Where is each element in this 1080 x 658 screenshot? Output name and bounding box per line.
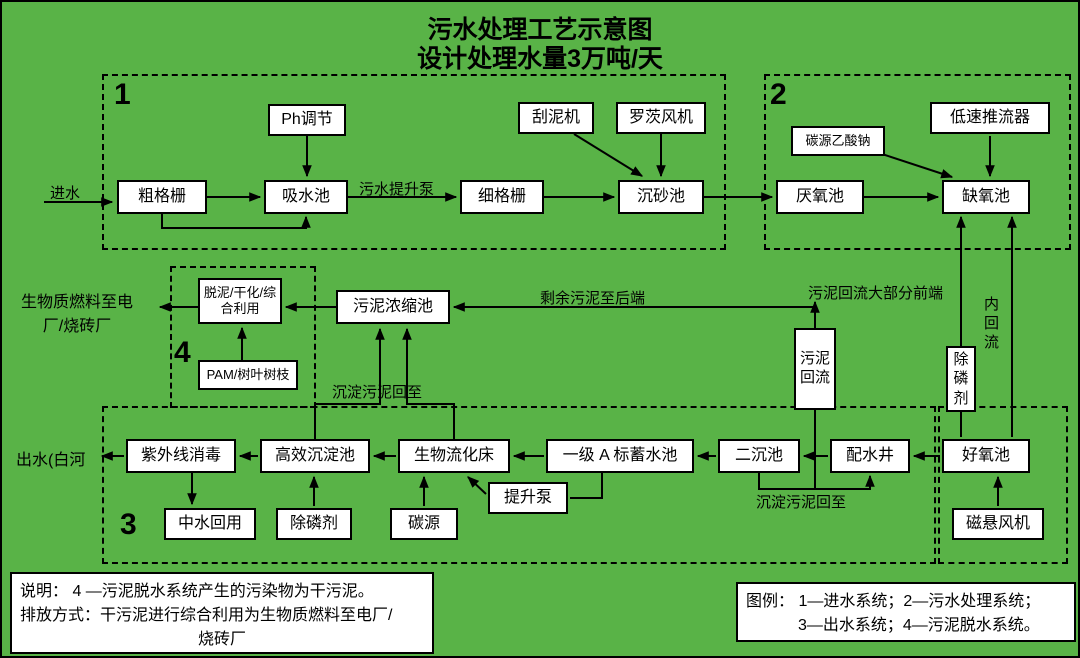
node-sludge-return: 污泥回流 xyxy=(794,328,836,410)
label-outflow: 出水(白河 xyxy=(16,452,86,469)
node-anoxic-tank: 缺氧池 xyxy=(942,180,1030,214)
zone3-number: 3 xyxy=(120,508,137,541)
node-phosphorus-agent-right: 除磷剂 xyxy=(946,346,976,412)
legend-note: 图例： 1—进水系统；2—污水处理系统； 3—出水系统；4—污泥脱水系统。 xyxy=(736,582,1076,642)
node-dewatering: 脱泥/干化/综合利用 xyxy=(198,278,282,324)
node-grade-a-storage: 一级 A 标蓄水池 xyxy=(546,439,694,473)
node-phosphorus-agent-bottom: 除磷剂 xyxy=(276,508,352,540)
label-sludge-return-front: 污泥回流大部分前端 xyxy=(808,285,944,302)
node-suction-tank: 吸水池 xyxy=(264,180,348,214)
node-secondary-sedimentation: 二沉池 xyxy=(718,439,800,473)
label-internal-recycle: 内回流 xyxy=(984,296,1000,351)
label-biomass-fuel: 生物质燃料至电厂/烧砖厂 xyxy=(20,294,133,335)
node-coarse-screen: 粗格栅 xyxy=(117,180,207,214)
legend-line2: 3—出水系统；4—污泥脱水系统。 xyxy=(798,617,1040,634)
node-bio-fluidized-bed: 生物流化床 xyxy=(398,439,510,473)
node-roots-blower: 罗茨风机 xyxy=(616,102,706,134)
node-scraper: 刮泥机 xyxy=(518,102,594,134)
node-pam-leaves: PAM/树叶树枝 xyxy=(198,360,298,390)
diagram-subtitle: 设计处理水量3万吨/天 xyxy=(417,45,663,73)
node-reclaimed-water: 中水回用 xyxy=(164,508,256,540)
label-sed-sludge-return-bottom: 沉淀污泥回至 xyxy=(756,494,847,511)
node-uv-disinfection: 紫外线消毒 xyxy=(126,439,236,473)
node-carbon-source-acetate: 碳源乙酸钠 xyxy=(791,126,885,156)
node-distribution-well: 配水井 xyxy=(830,439,910,473)
node-sludge-thickener: 污泥浓缩池 xyxy=(336,290,450,324)
label-excess-sludge: 剩余污泥至后端 xyxy=(540,290,646,307)
node-fine-screen: 细格栅 xyxy=(460,180,544,214)
zone3-border xyxy=(102,406,936,564)
node-low-speed-propeller: 低速推流器 xyxy=(930,102,1050,134)
node-high-eff-sedimentation: 高效沉淀池 xyxy=(260,439,370,473)
node-maglev-blower: 磁悬风机 xyxy=(952,508,1044,540)
label-sed-sludge-return-top: 沉淀污泥回至 xyxy=(332,384,423,401)
description-line2: 排放方式：干污泥进行综合利用为生物质燃料至电厂/ xyxy=(20,607,393,624)
zone1-border xyxy=(102,74,726,250)
node-aerobic-tank: 好氧池 xyxy=(942,439,1030,473)
zone2-lower-border xyxy=(938,406,1068,564)
description-note: 说明： 4 —污泥脱水系统产生的污染物为干污泥。 排放方式：干污泥进行综合利用为… xyxy=(10,572,434,654)
node-anaerobic-tank: 厌氧池 xyxy=(776,180,864,214)
legend-line1: 图例： 1—进水系统；2—污水处理系统； xyxy=(746,593,1041,610)
node-lift-pump: 提升泵 xyxy=(488,482,568,514)
diagram-title: 污水处理工艺示意图 xyxy=(427,16,653,44)
zone2-number: 2 xyxy=(770,78,787,111)
label-inflow: 进水 xyxy=(50,185,81,202)
description-line3: 烧砖厂 xyxy=(197,631,246,648)
zone4-border xyxy=(170,266,316,408)
label-sewage-lift-pump: 污水提升泵 xyxy=(359,181,435,198)
node-grit-chamber: 沉砂池 xyxy=(618,180,704,214)
description-line1: 说明： 4 —污泥脱水系统产生的污染物为干污泥。 xyxy=(20,583,374,600)
zone1-number: 1 xyxy=(114,78,131,111)
node-ph-adjust: Ph调节 xyxy=(268,104,346,136)
node-carbon-source: 碳源 xyxy=(390,508,458,540)
zone4-number: 4 xyxy=(174,336,191,369)
zone2-border xyxy=(764,74,1071,250)
